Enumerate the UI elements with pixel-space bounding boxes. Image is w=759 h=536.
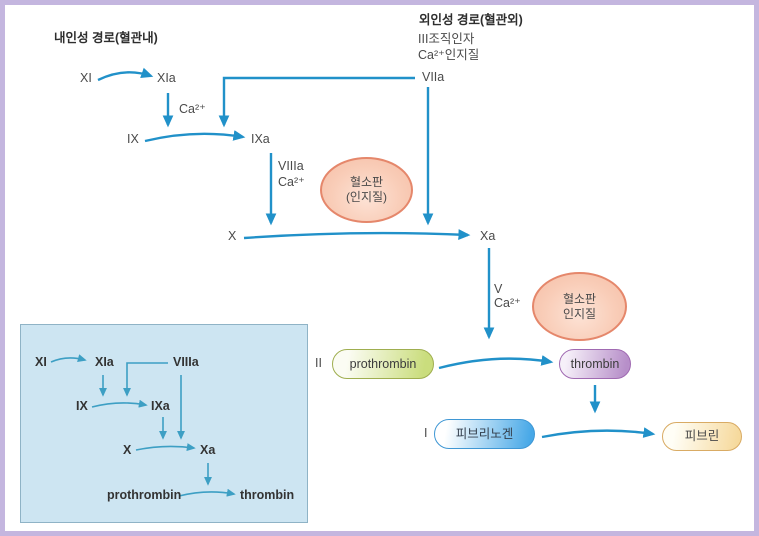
node-ixa: IXa (251, 132, 270, 146)
intrinsic-pathway-title: 내인성 경로(혈관내) (54, 31, 158, 45)
inset-thrombin-label: thrombin (240, 488, 295, 502)
arrows-layer (50, 67, 656, 497)
platelet1-line1: 혈소판 (349, 175, 384, 189)
inset-summary-box (20, 324, 308, 523)
arrow-fibrinogen-to-fibrin (541, 427, 656, 439)
cofactor-ca-ixa: Ca²⁺ (278, 175, 305, 189)
inset-node-x: X (123, 443, 132, 457)
thrombin-label: thrombin (570, 356, 620, 371)
fibrin-label: 피브린 (684, 429, 720, 443)
platelet2-line1: 혈소판 (562, 291, 597, 306)
extrinsic-pathway-title: 외인성 경로(혈관외) (419, 13, 523, 27)
fibrinogen-label: 피브리노겐 (455, 426, 514, 441)
platelet2-line2: 인지질 (562, 306, 597, 321)
inset-line-viiia-corner-down (123, 362, 168, 397)
pill-thrombin: thrombin (559, 349, 631, 379)
inset-arrow-xi-to-xia (50, 354, 87, 363)
arrow-x-to-xa (243, 229, 471, 240)
node-x: X (228, 229, 237, 243)
factor-ii-label: II (315, 356, 322, 370)
inset-node-ix: IX (76, 399, 88, 413)
arrow-prothrombin-to-thrombin (438, 355, 554, 370)
factor-i-label: I (424, 426, 428, 440)
inset-arrow-prothrombin-to-thrombin (178, 488, 236, 497)
inset-arrow-x-to-xa (135, 443, 196, 451)
extrinsic-tissue-factor-label: III조직인자 (418, 32, 475, 46)
node-ix: IX (127, 132, 139, 146)
platelet-phospholipid-ellipse-1: 혈소판 (인지질) (320, 157, 413, 223)
inset-node-ixa: IXa (151, 399, 170, 413)
platelet-phospholipid-ellipse-2: 혈소판 인지질 (532, 272, 627, 341)
platelet1-line2: (인지질) (345, 190, 388, 204)
node-viia: VIIa (422, 70, 445, 84)
arrow-ix-to-ixa (144, 130, 246, 143)
node-xia: XIa (157, 71, 176, 85)
pill-fibrinogen: 피브리노겐 (434, 419, 535, 449)
inset-prothrombin-label: prothrombin (107, 488, 182, 502)
cofactor-v: V (494, 282, 503, 296)
pill-prothrombin: prothrombin (332, 349, 434, 379)
inset-node-xia: XIa (95, 355, 114, 369)
extrinsic-ca-phospholipid-label: Ca²⁺인지질 (418, 48, 480, 62)
inset-node-viiia: VIIIa (173, 355, 199, 369)
cofactor-ca-xa: Ca²⁺ (494, 296, 521, 310)
arrow-xi-to-xia (97, 67, 154, 82)
line-viia-to-ix-corner (218, 76, 415, 128)
cofactor-viiia: VIIIa (278, 159, 304, 173)
inset-arrow-ix-to-ixa (91, 399, 148, 408)
pill-fibrin: 피브린 (662, 422, 742, 451)
inset-node-xa: Xa (200, 443, 216, 457)
prothrombin-label: prothrombin (349, 356, 417, 371)
inset-node-xi: XI (35, 355, 47, 369)
node-xa: Xa (480, 229, 496, 243)
cofactor-ca-xia: Ca²⁺ (179, 102, 206, 116)
node-xi: XI (80, 71, 92, 85)
